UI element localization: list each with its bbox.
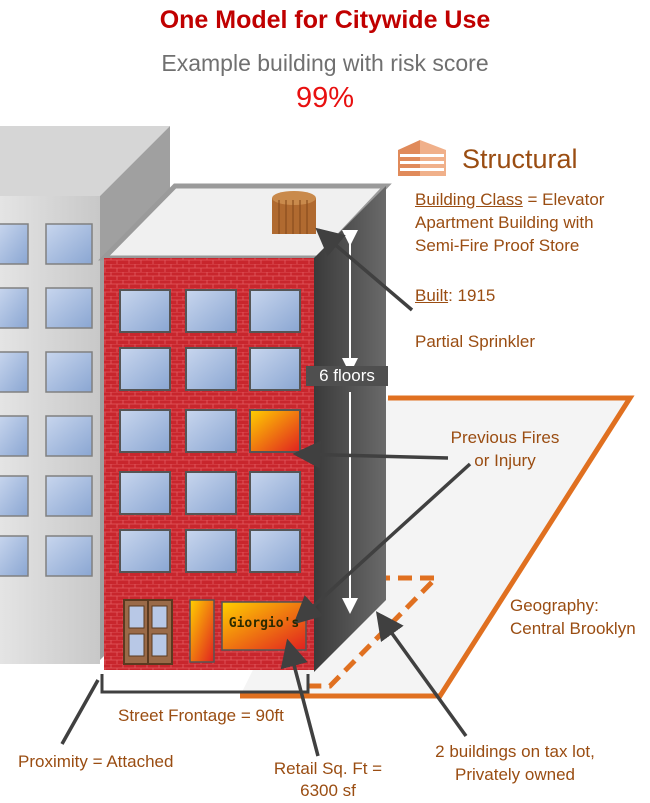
fire-window (249, 409, 301, 453)
building-class-value-line2: Apartment Building with (415, 213, 594, 232)
built-value: : 1915 (448, 286, 496, 305)
building-class-value-line3: Semi-Fire Proof Store (415, 236, 580, 255)
tax-lot-line2: Privately owned (454, 765, 575, 784)
built-block: Built: 1915 (415, 286, 495, 306)
retail-label: Retail Sq. Ft = 6300 sf (268, 758, 388, 802)
retail-line2: 6300 sf (300, 781, 356, 800)
previous-fires-label: Previous Fires or Injury (430, 426, 580, 472)
previous-fires-line2: or Injury (474, 451, 536, 470)
previous-fires-line1: Previous Fires (450, 428, 560, 447)
built-label: Built (415, 286, 449, 305)
risk-score: 99% (295, 82, 355, 114)
building-icon (398, 140, 446, 176)
structural-heading: Structural (462, 144, 578, 174)
retail-arrow (280, 638, 320, 757)
retail-line1: Retail Sq. Ft = (273, 759, 383, 778)
fires-arrow-store (293, 462, 472, 625)
sprinkler-arrow (315, 227, 414, 312)
proximity-line (60, 679, 100, 745)
page-title: One Model for Citywide Use (159, 6, 491, 34)
store-side-window (189, 599, 215, 663)
main-windows (119, 289, 301, 573)
proximity-label: Proximity = Attached (18, 752, 174, 771)
geography-line2: Central Brooklyn (510, 619, 636, 638)
building-class-block: Building Class = Elevator Apartment Buil… (415, 188, 604, 257)
lot-arrow (375, 611, 468, 738)
water-tank (272, 191, 316, 234)
geography-line1: Geography: (510, 596, 599, 615)
neighbor-windows (0, 223, 93, 577)
storefront-door (123, 599, 173, 665)
street-frontage-label: Street Frontage = 90ft (118, 706, 284, 725)
geography-label: Geography: Central Brooklyn (510, 594, 636, 640)
building-class-value: = Elevator (522, 190, 605, 209)
store-sign: Giorgio's (228, 616, 300, 631)
tax-lot-line1: 2 buildings on tax lot, (435, 742, 595, 761)
page-subtitle: Example building with risk score (161, 50, 489, 76)
sprinkler-label: Partial Sprinkler (415, 332, 535, 351)
neighbor-building-roof (0, 126, 170, 196)
fires-arrow-window (292, 440, 449, 469)
tax-lot-label: 2 buildings on tax lot, Privately owned (420, 740, 610, 786)
floors-label: 6 floors (306, 366, 388, 386)
building-class-label: Building Class (415, 190, 523, 209)
frontage-bracket (100, 674, 310, 694)
